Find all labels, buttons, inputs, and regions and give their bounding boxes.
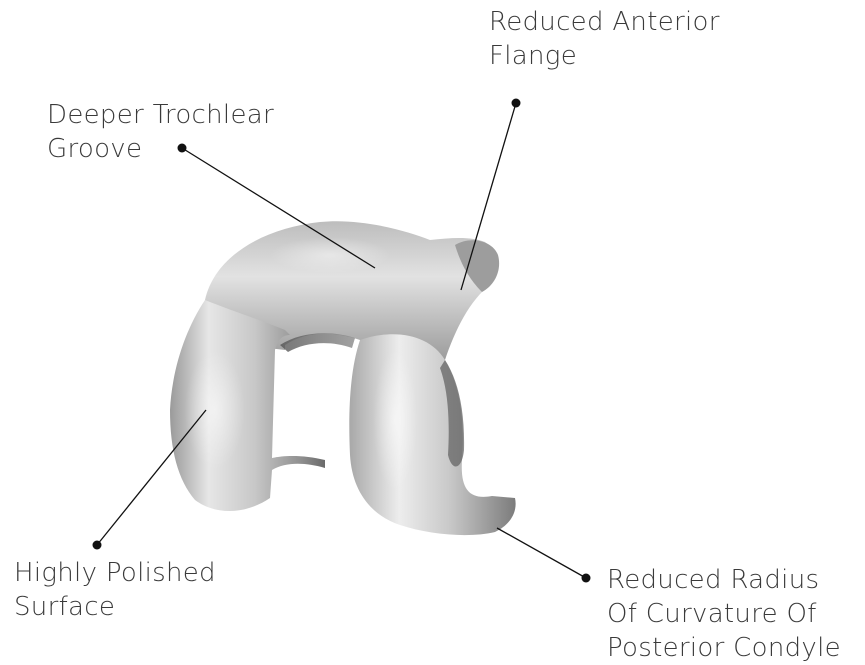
leader-dot-polished <box>93 541 102 550</box>
label-line: Reduced Anterior <box>489 5 720 39</box>
label-line: Highly Polished <box>14 556 216 590</box>
label-line: Deeper Trochlear <box>47 98 274 132</box>
label-line: Of Curvature Of <box>607 597 841 631</box>
leader-line-radius <box>497 528 586 578</box>
implant-highlight-right <box>373 350 417 490</box>
label-line: Posterior Condyle <box>607 631 841 665</box>
implant-highlight-top <box>270 237 390 273</box>
label-highly-polished-surface: Highly Polished Surface <box>14 556 216 624</box>
label-line: Groove <box>47 132 274 166</box>
label-line: Flange <box>489 39 720 73</box>
label-line: Surface <box>14 590 216 624</box>
leader-dot-flange <box>512 99 521 108</box>
label-deeper-trochlear-groove: Deeper Trochlear Groove <box>47 98 274 166</box>
label-reduced-radius-of-curvature: Reduced Radius Of Curvature Of Posterior… <box>607 563 841 665</box>
label-reduced-anterior-flange: Reduced Anterior Flange <box>489 5 720 73</box>
implant-highlight-left <box>185 350 245 470</box>
femoral-implant-illustration <box>170 221 516 535</box>
label-line: Reduced Radius <box>607 563 841 597</box>
leader-dot-radius <box>582 574 591 583</box>
